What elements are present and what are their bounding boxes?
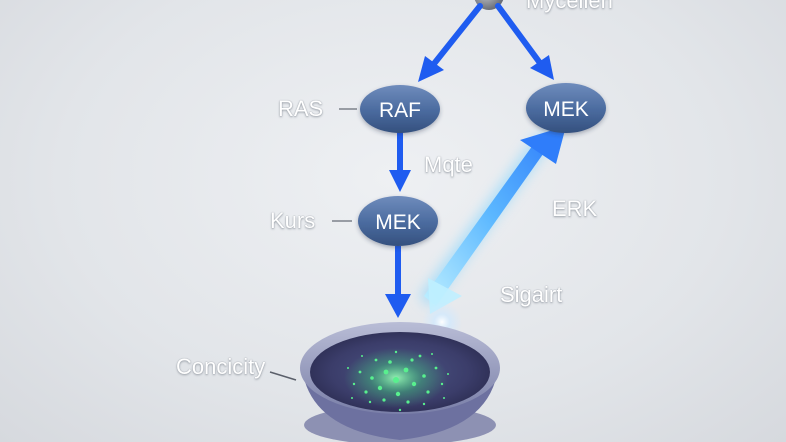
mek-right-node-label: MEK	[543, 98, 589, 121]
arrow-top-to-mek-right	[495, 3, 554, 80]
mek-left-node: MEK	[358, 196, 438, 246]
ras-label: RAS	[278, 96, 324, 121]
arrow-raf-to-mek	[389, 132, 411, 192]
mate-label: Mqte	[424, 152, 473, 177]
mek-right-node: MEK	[526, 83, 606, 133]
conductivity-connector	[269, 371, 297, 381]
green-particles	[347, 350, 449, 412]
petri-dish	[300, 322, 500, 442]
raf-node: RAF	[360, 85, 440, 133]
kinase-label: Kurs	[270, 208, 316, 233]
top-node-label: Mycelien	[526, 0, 613, 13]
arrow-mek-to-dish	[385, 246, 411, 318]
conductivity-label: Concicity	[176, 354, 266, 379]
signal-label: Sigairt	[500, 282, 563, 307]
raf-node-label: RAF	[379, 99, 421, 122]
mek-left-node-label: MEK	[375, 211, 421, 234]
erk-label: ERK	[552, 196, 598, 221]
arrow-top-to-raf	[418, 3, 483, 82]
